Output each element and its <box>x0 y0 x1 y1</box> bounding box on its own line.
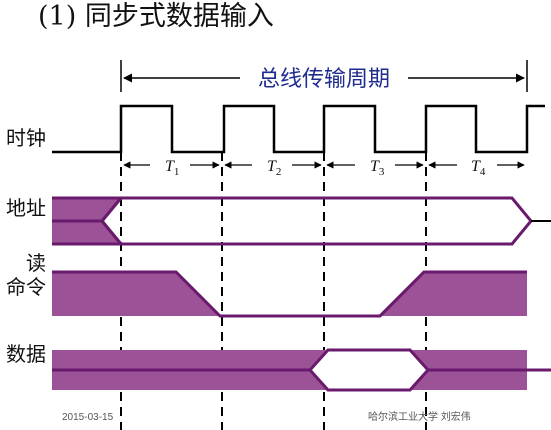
address-valid-region <box>100 196 533 246</box>
footer-source: 哈尔滨工业大学 刘宏伟 <box>368 410 471 423</box>
read-command-signal <box>52 270 527 318</box>
period-t4-label: T4 <box>471 158 486 178</box>
clock-waveform <box>52 104 545 154</box>
read-label-line1: 读 <box>26 251 46 275</box>
read-inactive-region-left <box>52 272 220 316</box>
address-label: 地址 <box>6 196 46 220</box>
data-valid-region <box>307 348 431 392</box>
bus-cycle-label: 总线传输周期 <box>258 67 390 92</box>
period-t2-label: T2 <box>267 158 281 178</box>
period-arrows: T1 T2 T3 T4 <box>123 158 525 178</box>
clock-label: 时钟 <box>6 126 46 150</box>
data-label: 数据 <box>6 342 46 366</box>
bus-cycle-span: 总线传输周期 <box>120 60 528 92</box>
period-t3-label: T3 <box>370 158 385 178</box>
footer-date: 2015-03-15 <box>62 412 114 423</box>
read-inactive-region-right <box>380 272 527 316</box>
read-command-waveform <box>52 270 527 318</box>
read-label-line2: 命令 <box>6 275 46 299</box>
data-bus <box>52 348 551 392</box>
page-title: (1) 同步式数据输入 <box>38 1 274 32</box>
period-t1-label: T1 <box>165 158 179 178</box>
address-bus <box>52 196 551 246</box>
